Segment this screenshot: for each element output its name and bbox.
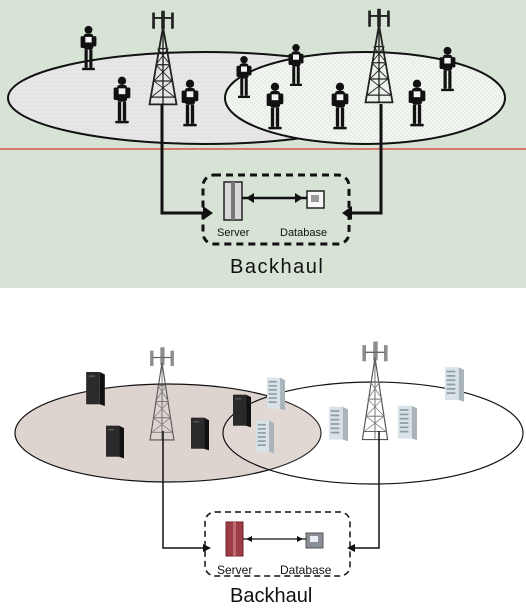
bottom-backhaul-label: Backhaul [230, 585, 312, 607]
bottom-dark-device-icon [106, 425, 124, 459]
top-left-backhaul-link [160, 104, 205, 215]
bottom-dark-device-icon [233, 394, 251, 428]
top-network-diagram: Server Database Backhaul [0, 0, 526, 288]
top-database-label: Database [280, 227, 327, 239]
bottom-network-svg: Server Database Backhaul [14, 340, 524, 607]
bottom-right-link-arrow [347, 544, 355, 552]
bottom-light-device-icon [445, 367, 464, 402]
bottom-light-device-icon [256, 420, 274, 454]
top-backhaul-label: Backhaul [230, 256, 324, 278]
top-network-svg: Server Database Backhaul [0, 0, 526, 288]
bottom-light-device-icon [267, 377, 285, 411]
bottom-network-diagram: Server Database Backhaul [0, 328, 526, 611]
bottom-left-link-arrow [203, 544, 211, 552]
top-right-link-arrow [342, 206, 352, 220]
bottom-left-backhaul-link [162, 431, 206, 549]
bottom-light-device-icon [329, 406, 348, 442]
top-left-link-arrow [203, 206, 213, 220]
bottom-dark-device-icon [86, 372, 105, 406]
bottom-backhaul-box [204, 511, 351, 577]
bottom-light-device-icon [398, 405, 417, 441]
bottom-server-label: Server [217, 563, 252, 577]
bottom-dark-device-icon [191, 417, 209, 451]
top-right-backhaul-link [350, 104, 383, 215]
top-server-label: Server [217, 227, 250, 239]
top-backhaul-box [201, 173, 351, 246]
bottom-database-label: Database [280, 563, 332, 577]
bottom-right-backhaul-link [352, 431, 380, 549]
